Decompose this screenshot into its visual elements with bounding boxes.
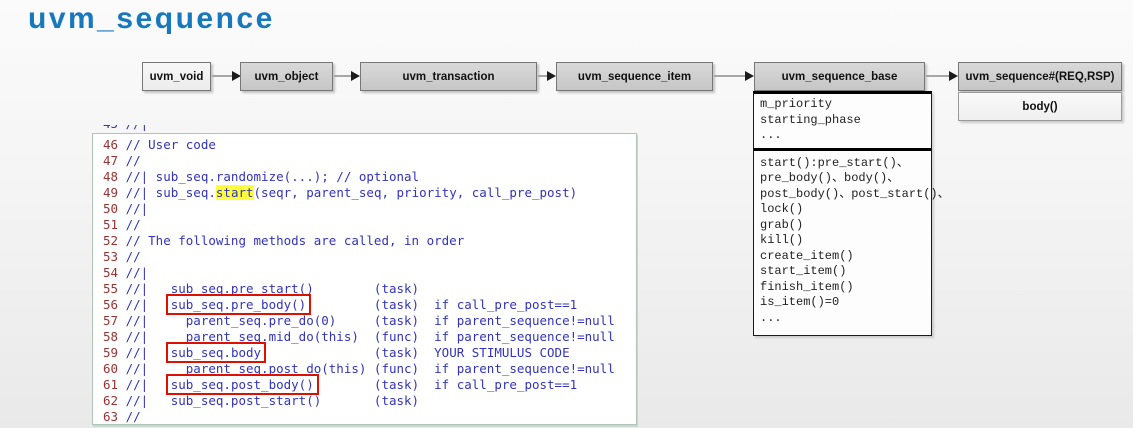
code-text: //| sub_seq.randomize(...); // optional [125,169,420,184]
line-number: 57 [103,313,126,328]
code-text: // [125,249,141,264]
code-line: 62 //| sub_seq.post_start() (task) [103,393,636,409]
line-number: 48 [103,169,126,184]
class-box-label: uvm_sequence_item [577,70,692,83]
class-box-label: uvm_void [149,70,204,83]
code-line: 58 //| parent_seq.mid_do(this) (func) if… [103,329,636,345]
line-number: 49 [103,185,126,200]
line-number: 59 [103,345,126,360]
line-number: 58 [103,329,126,344]
code-line: 55 //| sub_seq.pre_start() (task) [103,281,636,297]
inheritance-arrow-icon [538,71,556,80]
code-text: // [125,153,141,168]
line-number: 47 [103,153,126,168]
base-class-detail-panel: m_priority starting_phase ... start():pr… [753,91,950,336]
base-attributes-list: m_priority starting_phase ... [754,94,931,151]
class-box-label: uvm_sequence_base [781,70,898,83]
code-line: 56 //| sub_seq.pre_body() (task) if call… [103,294,636,315]
class-box-uvm-transaction: uvm_transaction [360,62,537,91]
code-text: (seqr, parent_seq, priority, call_pre_po… [253,185,578,200]
code-text: //| [125,297,171,312]
line-number: 55 [103,281,126,296]
code-line: 60 //| parent_seq.post_do(this) (func) i… [103,361,636,377]
code-text: (task) if call_pre_post==1 [313,377,578,392]
body-method-box: body() [958,92,1122,121]
code-line: 59 //| sub_seq.body (task) YOUR STIMULUS… [103,342,636,363]
code-text: //| parent_seq.post_do(this) (func) if p… [125,361,615,376]
inheritance-arrow-icon [334,71,360,80]
red-annotation-box: sub_seq.body [165,342,267,363]
code-text: //| sub_seq. [125,185,216,200]
class-box-uvm-sequence-item: uvm_sequence_item [556,62,713,91]
code-line: 57 //| parent_seq.pre_do(0) (task) if pa… [103,313,636,329]
code-line: 52 // The following methods are called, … [103,233,636,249]
class-box-label: uvm_sequence#(REQ,RSP) [965,70,1115,83]
code-text: (task) if call_pre_post==1 [306,297,578,312]
class-box-uvm-sequence-base: uvm_sequence_base [754,62,925,91]
code-text: //| sub_seq.post_start() (task) [125,393,420,408]
line-number: 62 [103,393,126,408]
code-text: //| [125,265,149,280]
code-line: 50 //| [103,201,636,217]
code-text: //| parent_seq.pre_do(0) (task) if paren… [125,313,615,328]
class-box-label: uvm_object [254,70,319,83]
code-text: // [125,217,141,232]
base-methods-list: start():pre_start()、 pre_body()、body()、 … [760,155,950,325]
code-text: (task) YOUR STIMULUS CODE [261,345,570,360]
line-number: 52 [103,233,126,248]
line-number: 46 [103,137,126,152]
code-text: // The following methods are called, in … [125,233,465,248]
code-line: 46 // User code [103,137,636,153]
code-text: // User code [125,137,216,152]
code-text: //| [125,377,171,392]
class-box-uvm-object: uvm_object [240,62,333,91]
code-line: 63 // [103,409,636,424]
line-number: 61 [103,377,126,392]
line-number: 54 [103,265,126,280]
page-title: uvm_sequence [28,2,275,35]
code-text: //| sub_seq.pre_start() (task) [125,281,420,296]
class-box-label: uvm_transaction [402,70,495,83]
class-box-uvm-sequence: uvm_sequence#(REQ,RSP) [958,62,1122,91]
code-line: 51 // [103,217,636,233]
body-method-label: body() [1022,100,1058,113]
clipped-code-line: 45 //| [103,125,223,132]
code-line: 61 //| sub_seq.post_body() (task) if cal… [103,374,636,395]
inheritance-arrow-icon [926,71,958,80]
code-line: 53 // [103,249,636,265]
line-number: 56 [103,297,126,312]
class-box-uvm-void: uvm_void [142,62,211,91]
red-annotation-box: sub_seq.post_body() [165,374,319,395]
code-line: 49 //| sub_seq.start(seqr, parent_seq, p… [103,185,636,201]
line-number: 60 [103,361,126,376]
line-number: 63 [103,409,126,424]
code-line: 54 //| [103,265,636,281]
highlighted-token: start [215,185,254,200]
code-line: 48 //| sub_seq.randomize(...); // option… [103,169,636,185]
line-number: 51 [103,217,126,232]
line-number: 50 [103,201,126,216]
code-text: // [125,409,141,424]
code-line: 47 // [103,153,636,169]
inheritance-arrow-icon [714,71,754,80]
code-text: //| [125,345,171,360]
inheritance-arrow-icon [212,71,241,80]
red-annotation-box: sub_seq.pre_body() [165,294,312,315]
code-text: //| parent_seq.mid_do(this) (func) if pa… [125,329,615,344]
code-text: //| [125,201,149,216]
line-number: 53 [103,249,126,264]
